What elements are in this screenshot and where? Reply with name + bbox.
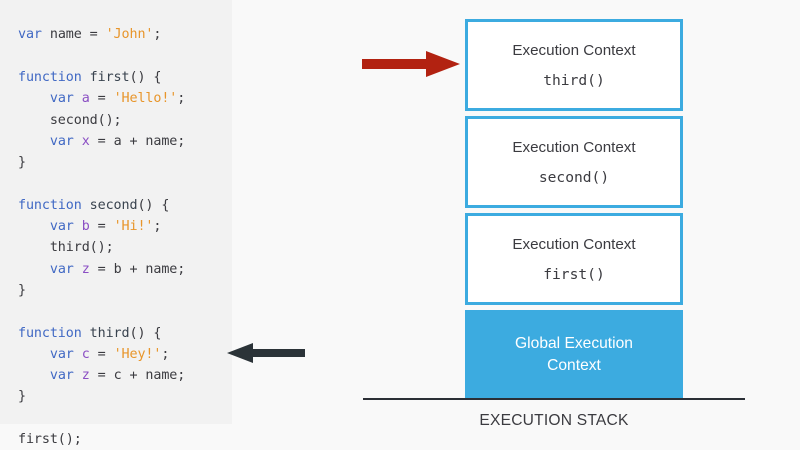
code-line: } [18,386,185,407]
code-token [18,219,50,234]
code-token: var [49,219,74,235]
stack-frame-first[interactable]: Execution Context first() [465,213,683,305]
code-token: function [18,325,82,341]
code-token: () { [137,197,170,213]
code-token: = [89,346,114,362]
code-token [82,326,90,341]
code-panel: var name = 'John'; function first() { va… [0,0,232,447]
code-token: ; [161,346,170,362]
arrow-right-icon [362,50,460,78]
code-token: var [49,261,74,277]
stack-frame-third[interactable]: Execution Context third() [465,19,683,111]
code-token: ; [153,27,162,43]
code-line: var a = 'Hello!'; [18,88,185,109]
code-token [74,91,82,106]
code-line [18,173,185,194]
code-token: function [18,197,82,213]
code-token: second [89,197,138,213]
code-token: var [49,346,74,362]
stack-frame-second[interactable]: Execution Context second() [465,116,683,208]
code-token: name = [41,27,106,43]
code-token: third(); [18,240,114,256]
arrow-left-icon [227,340,305,366]
code-token: var [49,91,74,107]
code-line: var name = 'John'; [18,24,185,45]
stack-caption: EXECUTION STACK [479,412,629,429]
code-line: var x = a + name; [18,131,185,152]
code-token: z [81,261,90,277]
code-token: } [18,389,26,405]
code-token: } [18,155,26,171]
code-line: var z = c + name; [18,365,185,386]
code-token: ; [177,91,186,107]
code-line: var b = 'Hi!'; [18,216,185,237]
code-line: third(); [18,237,185,258]
code-token [82,198,90,213]
code-token: = b + name; [89,261,186,277]
code-token [74,262,82,277]
code-token: z [81,368,90,384]
code-token: var [49,368,74,384]
code-token: () { [129,325,162,341]
code-line: var c = 'Hey!'; [18,344,185,365]
code-token: x [81,133,90,149]
code-line: } [18,280,185,301]
code-token [18,91,50,106]
stack-frame-title: Execution Context [512,139,636,157]
execution-stack: Execution Context third() Execution Cont… [465,19,683,399]
stack-baseline [363,398,745,400]
code-token: var [49,133,74,149]
code-token [74,219,82,234]
code-token: = [89,219,114,235]
stack-frame-global[interactable]: Global Execution Context [465,310,683,399]
code-token: var [18,27,42,43]
code-token: first [89,69,130,85]
stack-frame-title: Global Execution Context [515,335,633,374]
code-token: 'Hello!' [113,91,178,107]
code-token: b [81,219,90,235]
code-token [74,368,82,383]
code-token [18,347,50,362]
code-line: function second() { [18,195,185,216]
code-token: ; [153,219,162,235]
stack-frame-title: Execution Context [512,236,636,254]
code-token: third [89,325,130,341]
code-token: first(); [18,432,82,448]
code-line [18,408,185,429]
code-token: function [18,69,82,85]
code-token: } [18,282,26,298]
code-token [18,368,50,383]
code-token: = c + name; [89,368,186,384]
code-token: a [81,91,90,107]
stack-frame-function: first() [543,265,605,283]
code-token: = [89,91,114,107]
stack-frame-title: Execution Context [512,42,636,60]
code-token: 'John' [105,27,154,43]
code-line: function first() { [18,67,185,88]
code-token: 'Hi!' [113,219,154,235]
code-line: function third() { [18,323,185,344]
code-token: = a + name; [89,133,186,149]
code-token [82,70,90,85]
code-token [18,134,50,149]
stack-frame-function: second() [538,168,610,186]
code-token: () { [129,69,162,85]
code-line: first(); [18,429,185,450]
code-token [18,262,50,277]
code-line [18,301,185,322]
code-token [74,347,82,362]
code-token: second(); [18,112,122,128]
code-line [18,46,185,67]
code-token: 'Hey!' [113,346,162,362]
code-line: second(); [18,110,185,131]
code-line: var z = b + name; [18,259,185,280]
code-line: } [18,152,185,173]
code-token [74,134,82,149]
code-token: c [81,346,90,362]
code-listing: var name = 'John'; function first() { va… [18,24,185,450]
stack-frame-function: third() [543,71,605,89]
